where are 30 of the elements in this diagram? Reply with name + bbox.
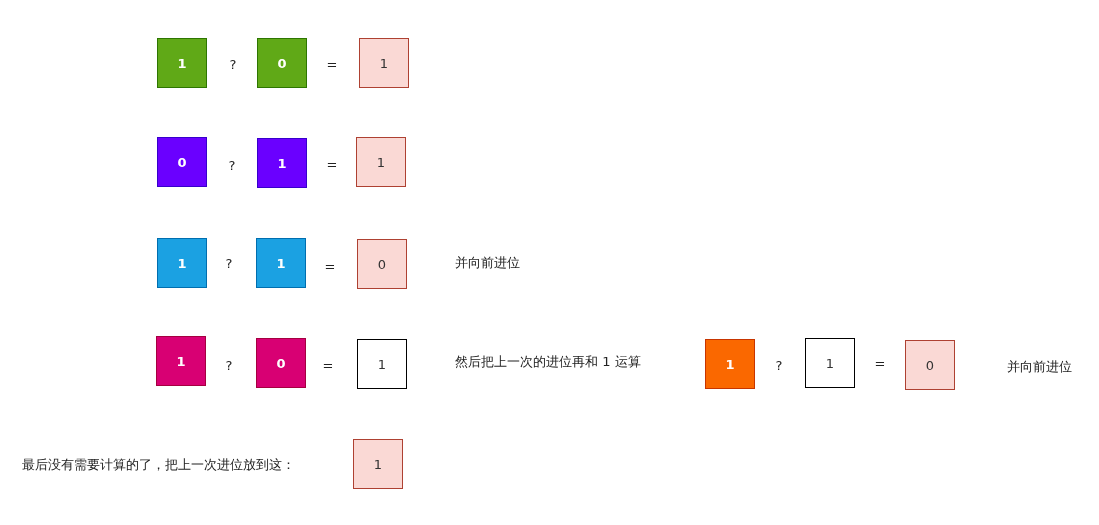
digit-box: 1 xyxy=(353,439,403,489)
equals-sign: = xyxy=(326,156,338,172)
digit-box: 1 xyxy=(705,339,755,389)
equals-sign: = xyxy=(874,355,886,371)
equals-sign: = xyxy=(322,357,334,373)
note-text: 然后把上一次的进位再和 1 运算 xyxy=(455,353,641,371)
digit-box: 1 xyxy=(357,339,407,389)
operator-symbol: ? xyxy=(775,357,783,373)
equals-sign: = xyxy=(326,56,338,72)
digit-box: 1 xyxy=(156,336,206,386)
digit-box: 1 xyxy=(256,238,306,288)
digit-box: 1 xyxy=(157,38,207,88)
digit-box: 0 xyxy=(257,38,307,88)
digit-box: 0 xyxy=(256,338,306,388)
digit-box: 1 xyxy=(805,338,855,388)
digit-box: 1 xyxy=(157,238,207,288)
operator-symbol: ? xyxy=(228,157,236,173)
digit-box: 0 xyxy=(905,340,955,390)
digit-box: 0 xyxy=(157,137,207,187)
operator-symbol: ? xyxy=(225,255,233,271)
note-text: 并向前进位 xyxy=(1007,358,1072,376)
digit-box: 1 xyxy=(257,138,307,188)
equals-sign: = xyxy=(324,258,336,274)
digit-box: 1 xyxy=(356,137,406,187)
digit-box: 1 xyxy=(359,38,409,88)
operator-symbol: ? xyxy=(225,357,233,373)
digit-box: 0 xyxy=(357,239,407,289)
note-text: 最后没有需要计算的了，把上一次进位放到这： xyxy=(22,456,295,474)
operator-symbol: ? xyxy=(229,56,237,72)
note-text: 并向前进位 xyxy=(455,254,520,272)
